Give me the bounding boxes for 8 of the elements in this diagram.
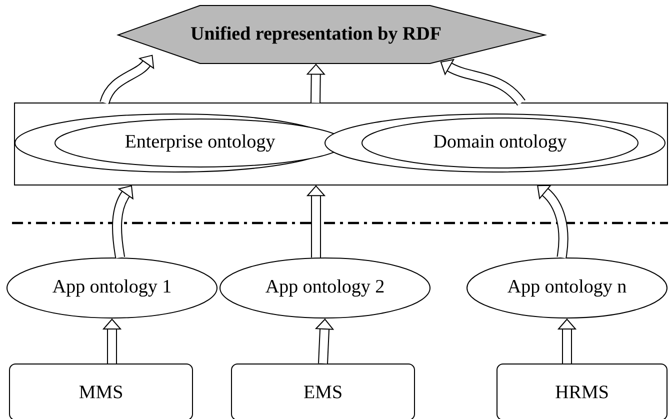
container-box (14, 102, 668, 186)
system-box: EMS (231, 363, 415, 419)
block-arrow (100, 54, 154, 104)
block-arrow (537, 184, 568, 258)
system-box: HRMS (496, 363, 668, 419)
system-box: MMS (9, 363, 193, 419)
block-arrow (112, 185, 134, 258)
node-label: Domain ontology (434, 134, 567, 152)
